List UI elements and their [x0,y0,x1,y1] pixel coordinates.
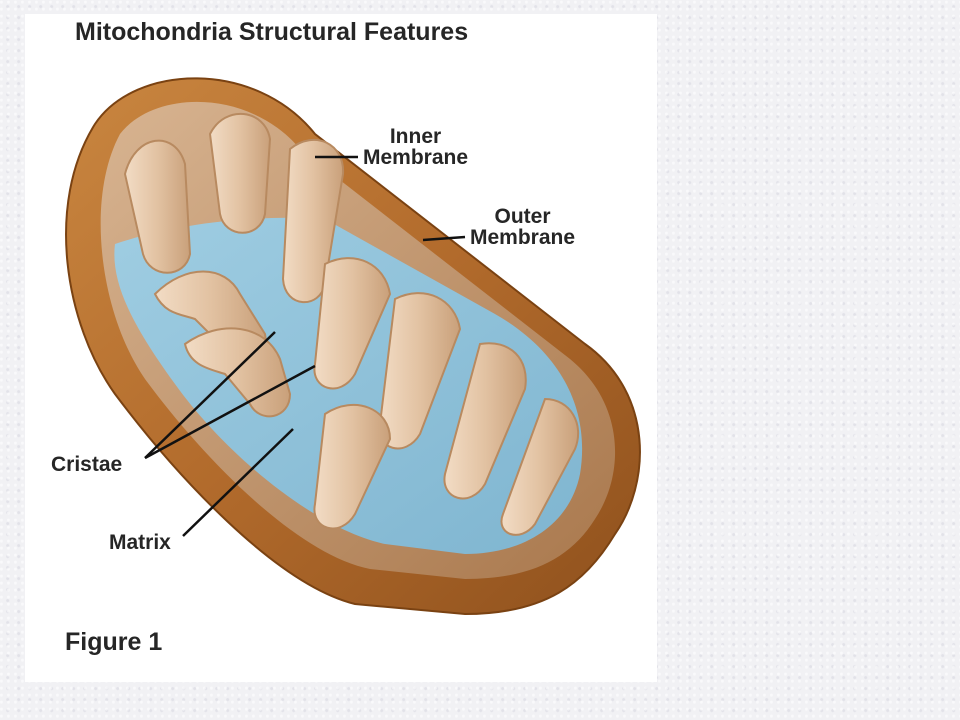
cristae-label: Cristae [51,453,123,476]
cristae-leader-1 [144,331,276,459]
outer-membrane-label-line1: Outer [494,205,551,228]
inner-membrane-label-line1: Inner [389,125,442,148]
leader-lines [144,155,466,537]
matrix-label: Matrix [109,531,171,554]
inner-membrane-label: Inner Membrane [363,126,468,168]
outer-membrane-leader [422,235,466,242]
mitochondrion-illustration [65,77,641,616]
figure-title: Mitochondria Structural Features [75,18,469,46]
figure-panel: Mitochondria Structural Features Inner M… [25,14,657,682]
outer-membrane-label: Outer Membrane [470,206,575,248]
outer-membrane-label-line2: Membrane [470,226,576,249]
inner-membrane-label-line2: Membrane [363,146,469,169]
cristae-leader-2 [144,364,316,460]
figure-caption: Figure 1 [65,628,163,656]
matrix-leader [182,428,294,537]
